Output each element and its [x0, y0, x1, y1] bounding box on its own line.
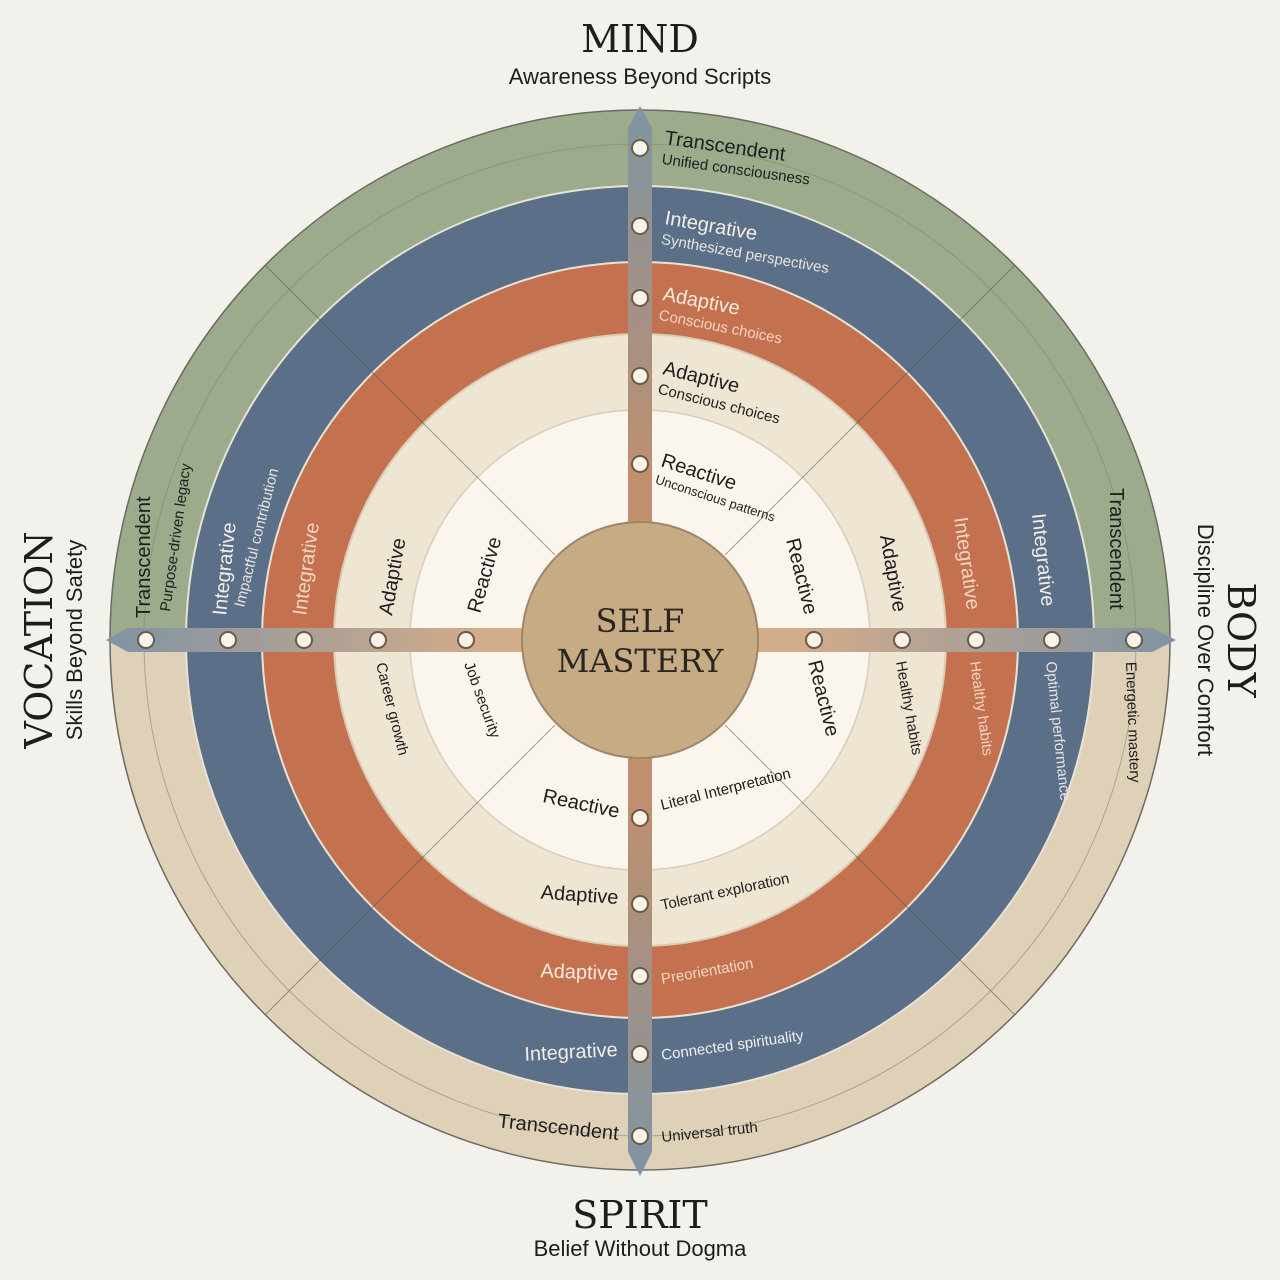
spirit-level-4-name: Adaptive [540, 882, 619, 909]
divider-nw [264, 264, 556, 556]
marker-vocation-reactive [457, 631, 475, 649]
center-line-1: SELF [596, 602, 685, 640]
marker-vocation-adaptive [369, 631, 387, 649]
spirit-title: SPIRIT [572, 1193, 708, 1237]
axis-markers [137, 139, 1143, 1145]
quadrant-mind: MIND Awareness Beyond Scripts [509, 17, 772, 89]
spirit-subtitle: Belief Without Dogma [534, 1236, 748, 1261]
quadrant-body: BODY Discipline Over Comfort [1193, 524, 1263, 756]
marker-body-integrative-inner [967, 631, 985, 649]
spirit-level-3-name: Adaptive [540, 960, 619, 985]
vocation-level-1-name: Transcendent [133, 496, 155, 618]
marker-spirit-transcendent [631, 1127, 649, 1145]
body-level-1-desc: Energetic mastery [1122, 662, 1143, 784]
marker-spirit-integrative [631, 1045, 649, 1063]
body-subtitle: Discipline Over Comfort [1193, 524, 1218, 756]
marker-mind-adaptive-inner [631, 367, 649, 385]
marker-body-adaptive [893, 631, 911, 649]
divider-se [724, 724, 1016, 1016]
body-level-1-name: Transcendent [1105, 488, 1127, 610]
marker-vocation-integrative-outer [219, 631, 237, 649]
marker-vocation-integrative-inner [295, 631, 313, 649]
marker-vocation-transcendent [137, 631, 155, 649]
quadrant-vocation: VOCATION Skills Beyond Safety [17, 531, 87, 749]
divider-sw [264, 724, 556, 1016]
marker-mind-integrative [631, 217, 649, 235]
marker-spirit-reactive [631, 809, 649, 827]
quadrant-spirit: SPIRIT Belief Without Dogma [534, 1193, 748, 1261]
marker-mind-reactive [631, 455, 649, 473]
center-circle [521, 521, 759, 759]
marker-body-transcendent [1125, 631, 1143, 649]
body-title: BODY [1219, 582, 1263, 698]
divider-ne [724, 264, 1016, 556]
marker-mind-adaptive-outer [631, 289, 649, 307]
mind-subtitle: Awareness Beyond Scripts [509, 64, 772, 89]
spirit-level-2-name: Integrative [524, 1039, 618, 1066]
vocation-subtitle: Skills Beyond Safety [62, 540, 87, 741]
marker-body-reactive [805, 631, 823, 649]
diagonal-dividers [264, 264, 1016, 1016]
center-hub: SELF MASTERY [521, 521, 759, 759]
marker-spirit-adaptive-outer [631, 967, 649, 985]
marker-mind-transcendent [631, 139, 649, 157]
marker-spirit-adaptive-inner [631, 895, 649, 913]
marker-body-integrative-outer [1043, 631, 1061, 649]
vocation-title: VOCATION [17, 531, 61, 749]
mind-title: MIND [581, 17, 699, 61]
center-line-2: MASTERY [557, 642, 725, 680]
